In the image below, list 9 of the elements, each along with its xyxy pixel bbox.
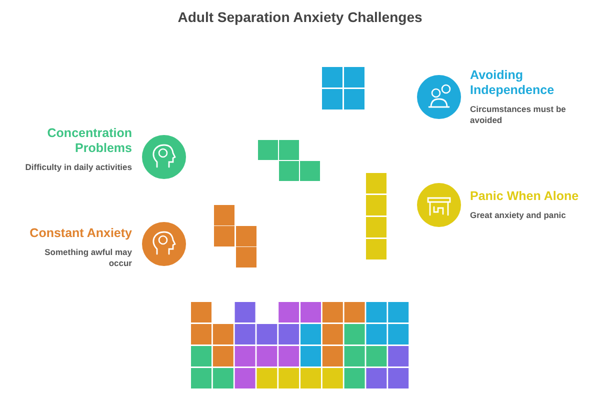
item-heading: Constant Anxiety xyxy=(28,226,132,241)
item-description: Great anxiety and panic xyxy=(470,210,567,221)
item-heading: Panic When Alone xyxy=(470,189,580,204)
item-description: Circumstances must be avoided xyxy=(470,104,567,126)
item-heading: Avoiding Independence xyxy=(470,68,556,98)
item-heading: Concentration Problems xyxy=(46,126,132,156)
item-description: Something awful may occur xyxy=(44,247,132,269)
item-description: Difficulty in daily activities xyxy=(25,162,132,173)
title: Adult Separation Anxiety Challenges xyxy=(176,9,424,25)
